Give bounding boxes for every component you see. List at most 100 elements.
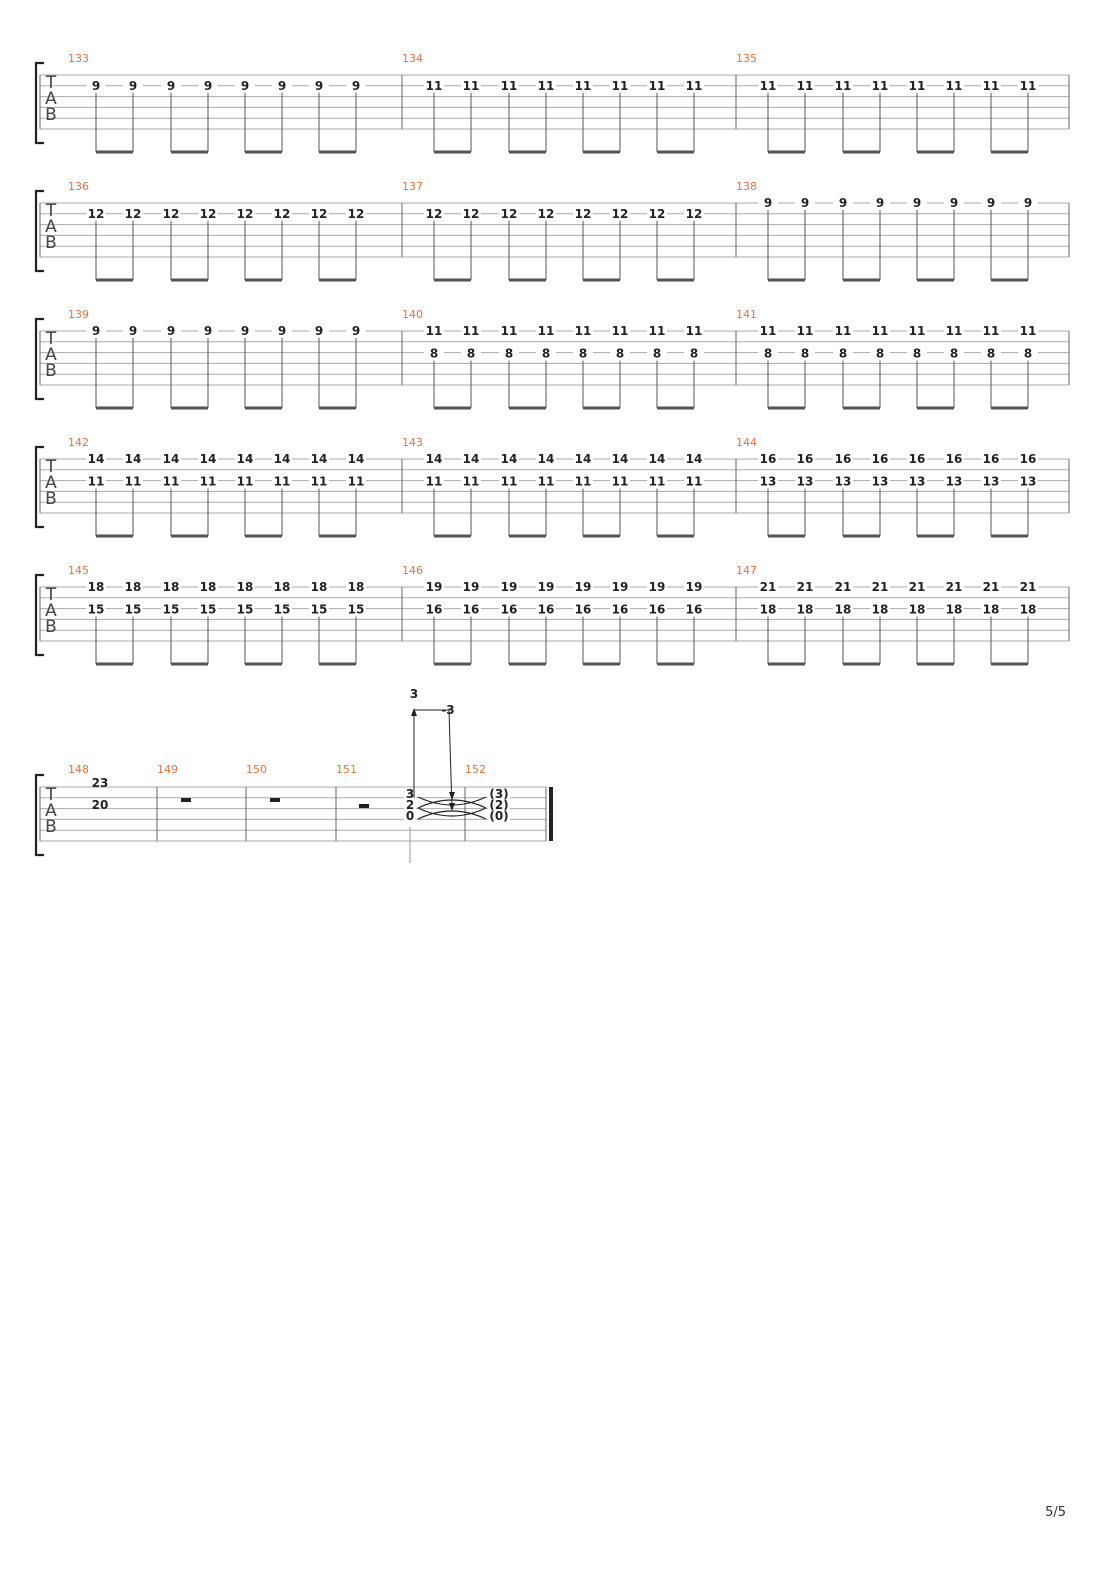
fret-number: 18: [125, 580, 142, 594]
fret-number: 12: [501, 207, 518, 221]
tab-clef-letter: A: [45, 217, 57, 237]
fret-number: 16: [575, 603, 592, 617]
fret-number: 11: [575, 79, 592, 93]
fret-backdrop: [488, 799, 510, 810]
fret-backdrop: [272, 324, 292, 336]
fret-backdrop: [161, 452, 181, 464]
fret-backdrop: [235, 206, 255, 219]
fret-backdrop: [610, 474, 630, 487]
fret-number: 11: [686, 79, 703, 93]
fret-number: 16: [686, 603, 703, 617]
fret-number: 9: [129, 79, 137, 93]
fret-backdrop: [795, 324, 815, 336]
fret-number: 18: [946, 603, 963, 617]
fret-backdrop: [536, 474, 556, 487]
fret-backdrop: [424, 206, 444, 219]
fret-backdrop: [1018, 196, 1038, 208]
fret-number: 8: [876, 347, 884, 361]
fret-number: 14: [612, 452, 629, 466]
fret-number: 12: [575, 207, 592, 221]
half-rest-icon: [359, 804, 369, 808]
fret-number: 13: [835, 475, 852, 489]
fret-number: 14: [649, 452, 666, 466]
fret-number: 8: [542, 347, 550, 361]
whammy-arrow-up-icon: [411, 708, 417, 716]
fret-number: 15: [163, 603, 180, 617]
fret-number: 18: [88, 580, 105, 594]
tab-clef-letter: T: [45, 457, 57, 477]
fret-number: 11: [125, 475, 142, 489]
tab-clef-letter: T: [45, 785, 57, 805]
fret-number: 15: [237, 603, 254, 617]
fret-backdrop: [86, 602, 106, 615]
fret-backdrop: [981, 452, 1001, 464]
fret-number: 21: [797, 580, 814, 594]
measure-number: 151: [336, 763, 357, 776]
fret-number: 8: [801, 347, 809, 361]
tab-clef-letter: A: [45, 89, 57, 109]
fret-backdrop: [1018, 474, 1038, 487]
fret-backdrop: [573, 452, 593, 464]
fret-backdrop: [536, 78, 556, 91]
fret-number: 11: [612, 79, 629, 93]
fret-number: 16: [872, 452, 889, 466]
fret-number: 18: [163, 580, 180, 594]
fret-backdrop: [461, 602, 481, 615]
fret-backdrop: [870, 474, 890, 487]
fret-number: 14: [348, 452, 365, 466]
fret-backdrop: [198, 602, 218, 615]
fret-backdrop: [536, 602, 556, 615]
fret-backdrop: [573, 78, 593, 91]
fret-backdrop: [758, 78, 778, 91]
fret-backdrop: [499, 324, 519, 336]
fret-number: 9: [204, 324, 212, 338]
fret-backdrop: [833, 602, 853, 615]
fret-number: 11: [872, 79, 889, 93]
fret-number: 11: [426, 324, 443, 338]
fret-number: 13: [872, 475, 889, 489]
fret-backdrop: [981, 580, 1001, 592]
fret-backdrop: [758, 474, 778, 487]
tab-clef-letter: A: [45, 601, 57, 621]
fret-backdrop: [309, 580, 329, 592]
fret-backdrop: [907, 474, 927, 487]
fret-backdrop: [461, 474, 481, 487]
fret-number: 11: [797, 324, 814, 338]
fret-number: 15: [311, 603, 328, 617]
tie-arc: [417, 796, 487, 806]
fret-number: 11: [463, 324, 480, 338]
fret-backdrop: [981, 602, 1001, 615]
fret-number: 12: [125, 207, 142, 221]
fret-number: 11: [575, 324, 592, 338]
fret-backdrop: [161, 474, 181, 487]
fret-backdrop: [461, 580, 481, 592]
fret-backdrop: [684, 474, 704, 487]
fret-number: 14: [426, 452, 443, 466]
fret-backdrop: [647, 580, 667, 592]
fret-number: 18: [348, 580, 365, 594]
fret-number: 11: [983, 324, 1000, 338]
fret-backdrop: [907, 602, 927, 615]
fret-backdrop: [795, 196, 815, 208]
fret-number: 11: [538, 475, 555, 489]
fret-number: 9: [92, 79, 100, 93]
fret-number: 11: [612, 475, 629, 489]
fret-number: 11: [909, 324, 926, 338]
fret-backdrop: [647, 452, 667, 464]
fret-backdrop: [424, 602, 444, 615]
fret-number: 14: [501, 452, 518, 466]
fret-backdrop: [424, 346, 444, 359]
fret-number: 11: [760, 324, 777, 338]
fret-number: 9: [987, 196, 995, 210]
fret-backdrop: [1018, 346, 1038, 359]
fret-backdrop: [684, 206, 704, 219]
fret-backdrop: [944, 602, 964, 615]
measure-number: 144: [736, 436, 757, 449]
fret-number: 14: [311, 452, 328, 466]
fret-number: 23: [92, 776, 109, 790]
fret-number: 11: [1020, 79, 1037, 93]
fret-backdrop: [161, 602, 181, 615]
fret-number: 21: [835, 580, 852, 594]
tie-arc: [417, 799, 487, 809]
